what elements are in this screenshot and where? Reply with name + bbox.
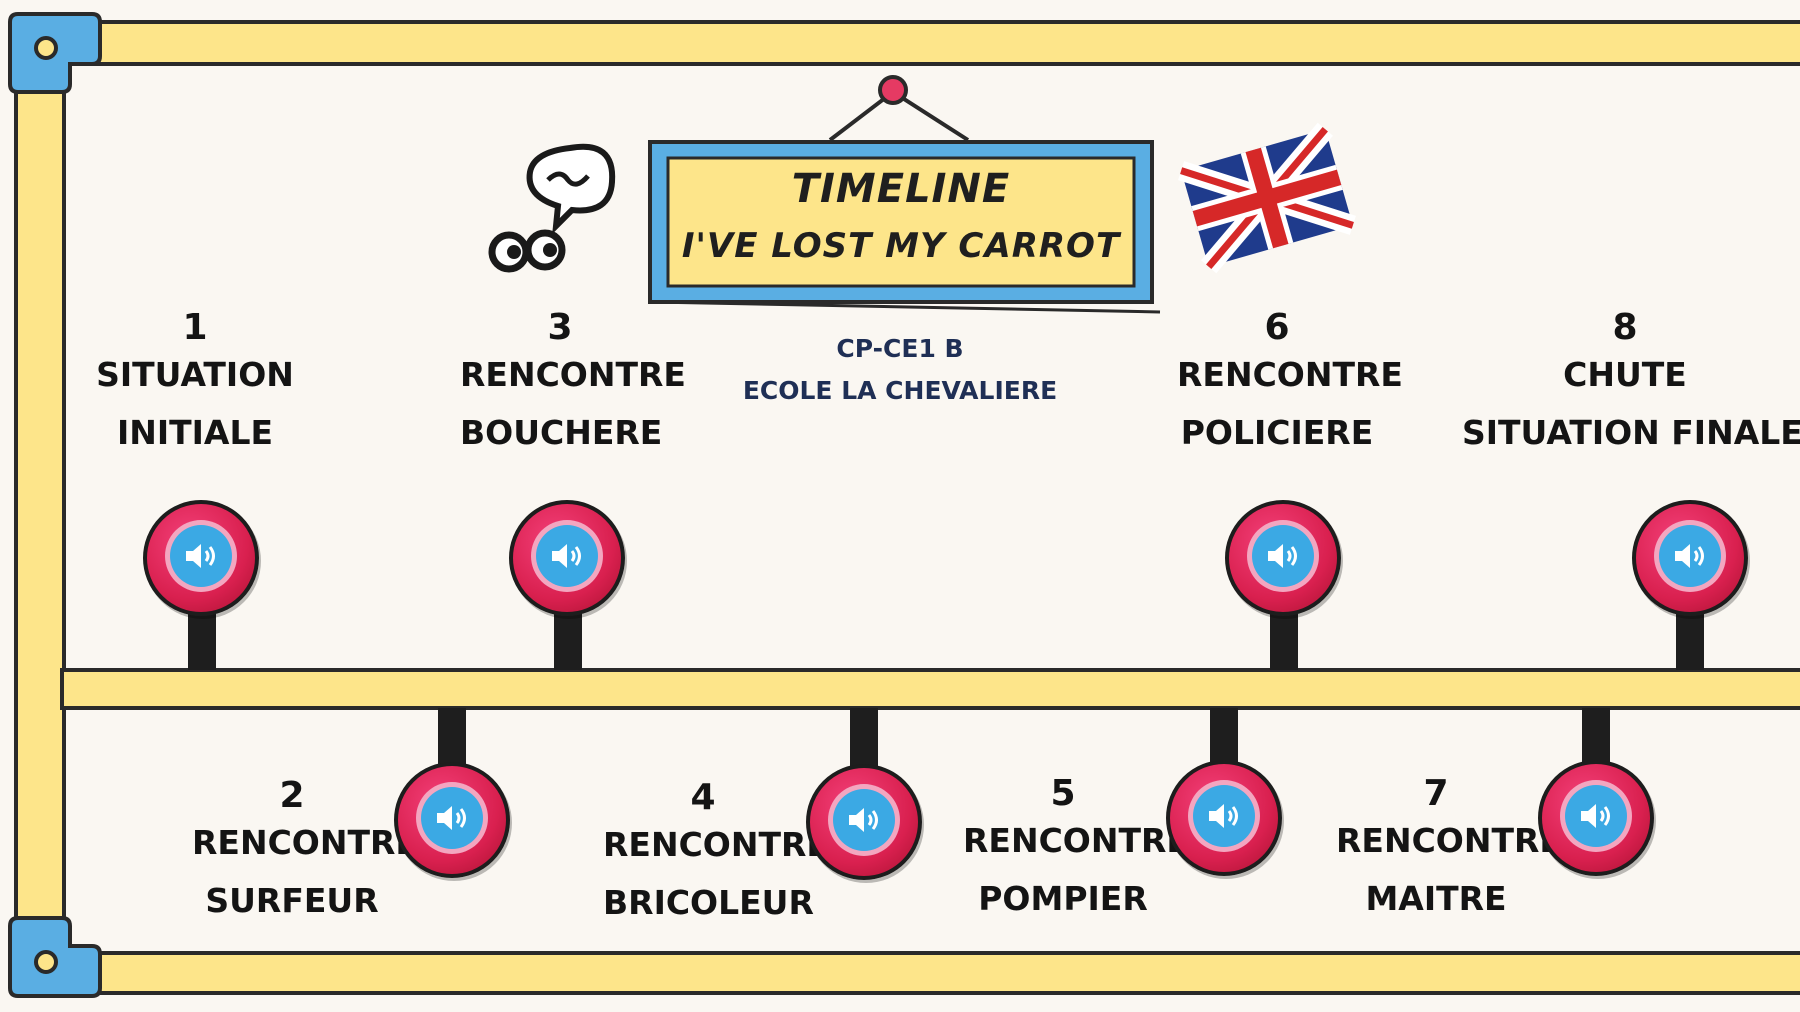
title-card: TIMELINE I'VE LOST MY CARROT [650, 142, 1152, 302]
event-title: CHUTE [1563, 355, 1687, 394]
event-subtitle: MAITRE [1365, 879, 1507, 918]
timeline-bar [60, 668, 1800, 710]
speaker-icon [1581, 804, 1610, 828]
pin-icon [878, 75, 908, 105]
event-subtitle: SITUATION FINALE [1462, 413, 1800, 452]
event-label-8: 8 CHUTE SITUATION FINALE [1462, 307, 1800, 462]
event-subtitle: POLICIERE [1180, 413, 1374, 452]
event-title: RENCONTRE [460, 355, 686, 394]
event-title: RENCONTRE [1336, 821, 1562, 860]
event-label-2: 2 RENCONTRE SURFEUR [192, 775, 418, 930]
event-title: RENCONTRE [963, 821, 1189, 860]
connector-2 [438, 708, 466, 766]
connector-6 [1270, 612, 1298, 670]
speaker-icon [1675, 544, 1704, 568]
event-subtitle: INITIALE [116, 413, 274, 452]
speaker-icon [437, 806, 466, 830]
title-line1: TIMELINE [791, 166, 1011, 212]
class-label: CP-CE1 B [836, 334, 964, 363]
event-subtitle: BRICOLEUR [603, 883, 814, 922]
connector-7 [1582, 708, 1610, 766]
event-label-4: 4 RENCONTRE BRICOLEUR [603, 777, 829, 932]
speaker-icon [186, 544, 215, 568]
speech-bubble-eyes-icon [488, 143, 616, 273]
top-rail [58, 20, 1800, 66]
speaker-icon [1268, 544, 1297, 568]
audio-button-3[interactable] [509, 500, 625, 616]
event-number: 8 [1612, 307, 1638, 348]
event-label-6: 6 RENCONTRE POLICIERE [1177, 307, 1403, 462]
connector-8 [1676, 612, 1704, 670]
event-number: 5 [1050, 773, 1076, 814]
connector-3 [554, 612, 582, 670]
event-number: 2 [279, 775, 305, 816]
event-number: 1 [182, 307, 208, 348]
title-line2: I'VE LOST MY CARROT [681, 226, 1121, 266]
audio-button-1[interactable] [143, 500, 259, 616]
title-sign [648, 140, 1161, 314]
audio-button-6[interactable] [1225, 500, 1341, 616]
corner-bracket-top [8, 12, 102, 94]
connector-5 [1210, 708, 1238, 766]
speaker-icon [849, 808, 878, 832]
event-subtitle: BOUCHERE [460, 413, 663, 452]
event-title: RENCONTRE [192, 823, 418, 862]
event-label-5: 5 RENCONTRE POMPIER [963, 773, 1189, 928]
event-number: 7 [1423, 773, 1449, 814]
event-title: SITUATION [96, 355, 294, 394]
event-label-7: 7 RENCONTRE MAITRE [1336, 773, 1562, 928]
event-number: 6 [1264, 307, 1290, 348]
audio-button-7[interactable] [1538, 760, 1654, 876]
event-label-1: 1 SITUATION INITIALE [95, 310, 295, 462]
bottom-rail [58, 951, 1800, 995]
connector-4 [850, 708, 878, 766]
connector-1 [188, 612, 216, 670]
speaker-icon [1209, 804, 1238, 828]
event-subtitle: POMPIER [978, 879, 1148, 918]
audio-button-2[interactable] [394, 762, 510, 878]
event-number: 3 [547, 307, 573, 348]
event-label-3: 3 RENCONTRE BOUCHERE [460, 307, 686, 462]
speaker-icon [552, 544, 581, 568]
audio-button-4[interactable] [806, 764, 922, 880]
corner-bracket-bottom [8, 916, 102, 998]
event-subtitle: SURFEUR [205, 881, 379, 920]
school-label: ECOLE LA CHEVALIERE [742, 376, 1058, 405]
event-title: RENCONTRE [1177, 355, 1403, 394]
audio-button-5[interactable] [1166, 760, 1282, 876]
uk-flag-icon [1178, 122, 1356, 274]
left-rail [14, 62, 66, 958]
audio-button-8[interactable] [1632, 500, 1748, 616]
event-number: 4 [690, 777, 716, 818]
event-title: RENCONTRE [603, 825, 829, 864]
